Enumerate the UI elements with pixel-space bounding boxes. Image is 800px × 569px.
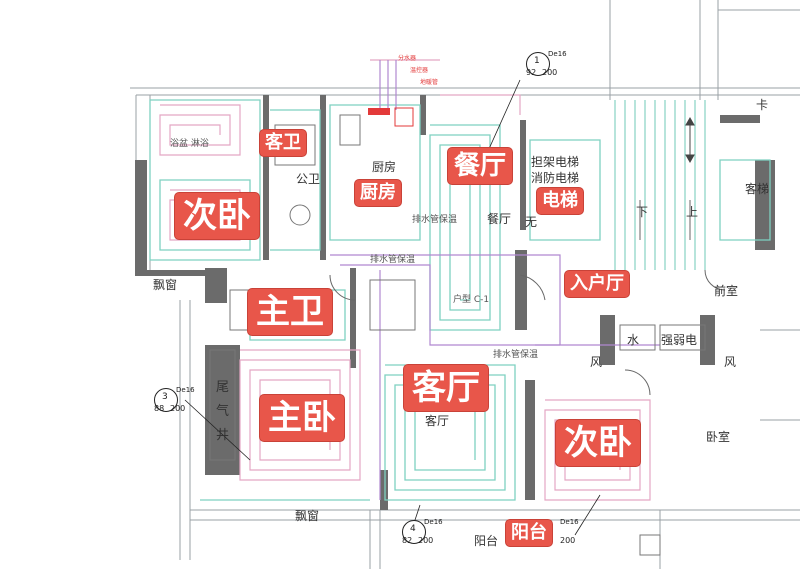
- note-manifold-2: 温控器: [410, 67, 429, 74]
- walls: [135, 95, 775, 510]
- label-dining: 餐厅: [448, 148, 513, 184]
- label-secondary-bedroom-1: 次卧: [175, 193, 259, 239]
- label-guest-bath: 客卫: [260, 130, 306, 156]
- manifold-lines: [330, 60, 660, 500]
- text-bath-items: 浴盆 淋浴: [170, 139, 209, 149]
- pipe-marker-5: De16 200: [560, 518, 579, 545]
- text-wind-1: 风: [590, 355, 603, 369]
- text-balcony-small: 阳台: [474, 534, 499, 548]
- cad-frame-lines: [130, 0, 800, 569]
- manifold-block: [368, 108, 390, 115]
- text-elevator-b: 消防电梯: [531, 171, 580, 185]
- text-elevator-a: 担架电梯: [531, 155, 580, 169]
- stairwell-hatch: [614, 100, 706, 270]
- text-pipe-note-3: 排水管保温: [370, 255, 416, 265]
- text-anterior: 前室: [714, 284, 739, 298]
- heating-pipes: [149, 99, 771, 501]
- note-manifold-1: 分水器: [398, 55, 417, 62]
- pipe-marker-1: 1 De16 92 200: [526, 50, 567, 77]
- text-up: 上: [686, 205, 699, 219]
- label-balcony: 阳台: [506, 520, 552, 546]
- text-water: 水: [627, 333, 640, 347]
- text-flue-2: 气: [216, 404, 230, 419]
- label-elevator: 电梯: [537, 188, 583, 214]
- pipe-marker-3: 3 De16 88 200: [154, 386, 195, 413]
- text-elevator-c: 客梯: [745, 182, 770, 196]
- text-power: 强弱电: [661, 333, 698, 347]
- text-unit-code: 户型 C-1: [453, 295, 490, 305]
- text-down: 下: [636, 205, 649, 219]
- label-secondary-bedroom-2: 次卧: [556, 420, 640, 466]
- text-pipe-note-2: 排水管保温: [493, 350, 539, 360]
- text-bedroom: 卧室: [706, 430, 731, 444]
- text-public-bath: 公卫: [296, 172, 321, 186]
- text-flue-1: 尾: [216, 380, 230, 395]
- label-master-bath: 主卫: [248, 289, 332, 335]
- text-living-small: 客厅: [425, 414, 450, 428]
- label-living-room: 客厅: [404, 365, 488, 411]
- text-bay-window-2: 飘窗: [295, 509, 320, 523]
- text-wind-2: 风: [724, 355, 737, 369]
- note-manifold-3: 地暖管: [420, 79, 439, 86]
- text-pipe-note-1: 排水管保温: [412, 215, 458, 225]
- label-master-bedroom: 主卧: [260, 395, 344, 441]
- pipe-marker-4: 4 De16 82 200: [402, 518, 443, 545]
- door-arcs: [329, 200, 726, 396]
- text-flue-3: 井: [216, 428, 230, 443]
- text-dining-small: 餐厅: [487, 212, 512, 226]
- text-top-right: 卡: [756, 98, 769, 112]
- stair-arrows: [685, 116, 695, 164]
- text-kitchen-small: 厨房: [372, 160, 397, 174]
- text-bay-window-1: 飘窗: [153, 278, 178, 292]
- label-kitchen: 厨房: [355, 180, 401, 206]
- label-entry-hall: 入户厅: [565, 271, 629, 297]
- text-none-prefix: 无: [525, 215, 538, 229]
